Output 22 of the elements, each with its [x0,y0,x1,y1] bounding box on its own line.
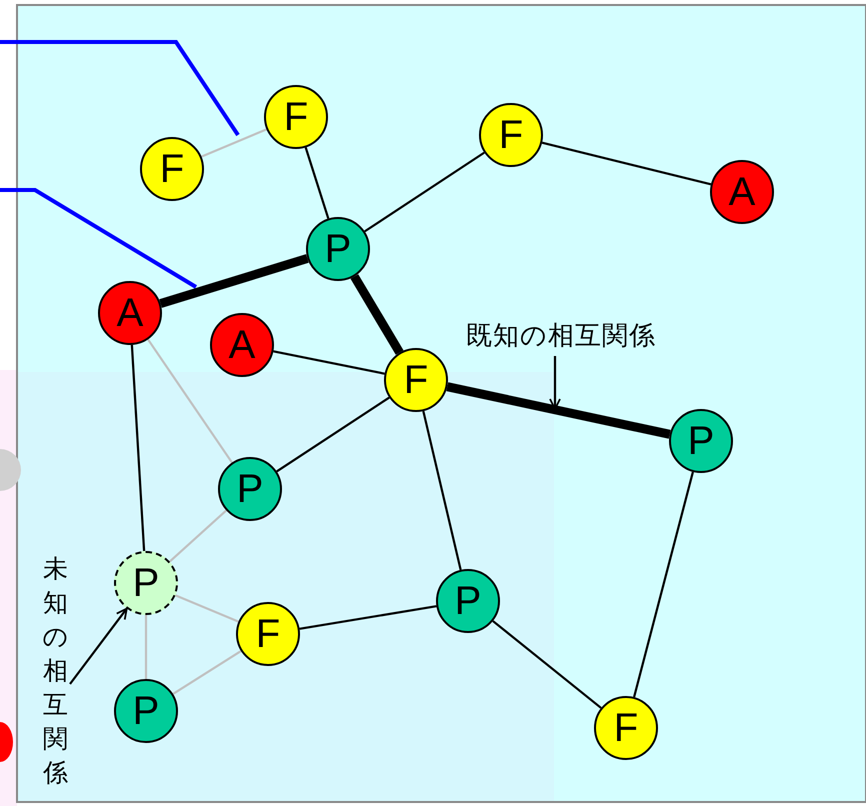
interaction-line [172,650,242,695]
interaction-line [144,615,148,679]
interaction-line [147,338,233,464]
interaction-line [304,147,330,219]
interaction-line [169,510,227,562]
interaction-line [130,344,146,552]
interaction-line [299,605,437,630]
interaction-line [159,254,309,308]
interaction-line [273,350,385,375]
leader-line [69,608,128,685]
interaction-line [364,152,485,232]
interaction-line [201,128,267,158]
interaction-line [422,410,462,570]
interaction-line [446,382,671,439]
interaction-line [276,396,390,472]
interaction-line [350,274,404,355]
annotation-text: 既知の相互関係 [466,318,696,354]
interaction-line [542,142,712,186]
annotation-text: 未知の相互関係 [42,552,69,790]
interaction-line [492,620,602,709]
interaction-line [175,594,239,623]
interaction-line [633,472,694,698]
